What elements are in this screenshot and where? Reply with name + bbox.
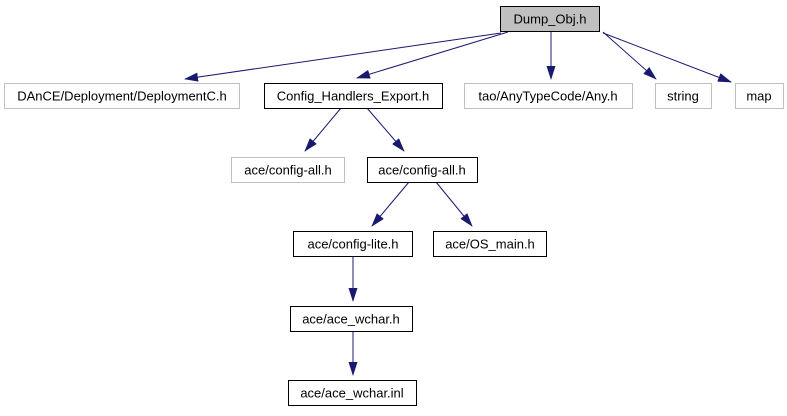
node-config-all-plain-box	[231, 157, 345, 183]
node-os-main-label[interactable]: ace/OS_main.h	[445, 237, 535, 252]
node-ace-wchar-h-box[interactable]	[290, 306, 413, 332]
node-ace-wchar-inl[interactable]: ace/ace_wchar.inl	[288, 380, 417, 406]
node-string-box	[655, 83, 712, 109]
node-config-handlers-export-box[interactable]	[264, 83, 443, 109]
node-os-main-box[interactable]	[433, 231, 547, 257]
node-string-label: string	[667, 89, 699, 104]
edge-config-handlers-to-config-all	[366, 107, 405, 152]
node-ace-wchar-h-label[interactable]: ace/ace_wchar.h	[302, 312, 400, 327]
node-ace-wchar-inl-box[interactable]	[288, 380, 417, 406]
node-map: map	[735, 83, 784, 109]
node-config-all-plain: ace/config-all.h	[231, 157, 345, 183]
node-deploymentc-box	[4, 83, 240, 109]
node-config-all-box[interactable]	[367, 157, 478, 183]
edge-dump-obj-to-string	[602, 31, 657, 80]
node-tao-any: tao/AnyTypeCode/Any.h	[464, 83, 633, 109]
node-config-lite-box[interactable]	[293, 231, 413, 257]
node-deploymentc-label: DAnCE/Deployment/DeploymentC.h	[17, 89, 227, 104]
node-os-main[interactable]: ace/OS_main.h	[433, 231, 547, 257]
node-deploymentc: DAnCE/Deployment/DeploymentC.h	[4, 83, 240, 109]
node-config-handlers-export-label[interactable]: Config_Handlers_Export.h	[277, 89, 429, 104]
edge-dump-obj-to-config-handlers	[356, 31, 509, 79]
node-config-all[interactable]: ace/config-all.h	[367, 157, 478, 183]
node-dump-obj: Dump_Obj.h	[500, 6, 600, 32]
node-map-box	[735, 83, 784, 109]
node-tao-any-box	[464, 83, 633, 109]
node-ace-wchar-inl-label[interactable]: ace/ace_wchar.inl	[300, 386, 403, 401]
node-config-handlers-export[interactable]: Config_Handlers_Export.h	[264, 83, 443, 109]
edge-config-all-to-config-lite	[371, 181, 410, 227]
node-config-lite[interactable]: ace/config-lite.h	[293, 231, 413, 257]
node-ace-wchar-h[interactable]: ace/ace_wchar.h	[290, 306, 413, 332]
edge-dump-obj-to-deploymentc	[184, 32, 502, 82]
edge-dump-obj-to-map	[602, 32, 732, 83]
node-config-lite-label[interactable]: ace/config-lite.h	[307, 237, 398, 252]
node-config-all-plain-label: ace/config-all.h	[244, 163, 331, 178]
edge-config-all-to-os-main	[435, 181, 473, 227]
node-dump-obj-box	[500, 6, 600, 32]
node-dump-obj-label: Dump_Obj.h	[514, 12, 587, 27]
node-string: string	[655, 83, 712, 109]
node-map-label: map	[746, 89, 771, 104]
node-tao-any-label: tao/AnyTypeCode/Any.h	[478, 89, 617, 104]
edge-config-handlers-to-config-all-plain	[304, 107, 342, 152]
node-config-all-label[interactable]: ace/config-all.h	[378, 163, 465, 178]
